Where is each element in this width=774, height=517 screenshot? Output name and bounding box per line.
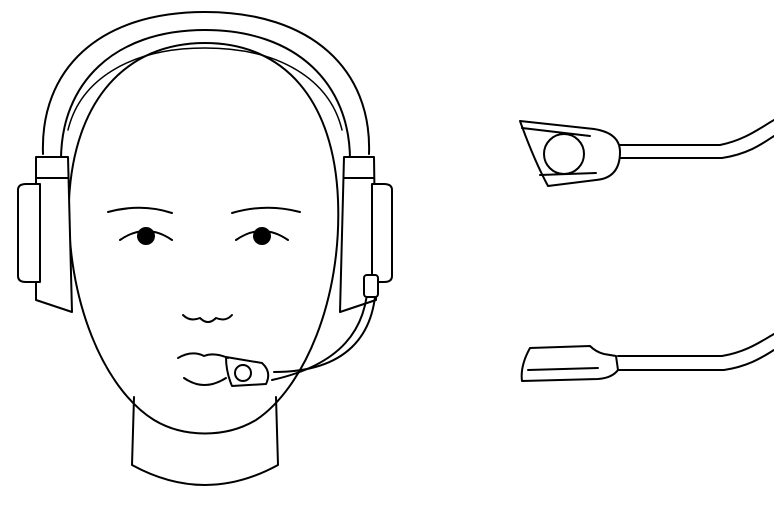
mic-side-body-edge xyxy=(527,367,599,371)
left-eyebrow xyxy=(107,206,173,214)
head-front-view xyxy=(17,11,393,486)
right-earcup-pad xyxy=(371,183,393,283)
headband-edge xyxy=(67,47,343,131)
upper-lip xyxy=(177,352,229,359)
right-eye-pupil xyxy=(253,227,271,245)
mic-side-body xyxy=(520,345,619,382)
mic-front-body xyxy=(519,120,621,187)
mic-front-body-top-edge xyxy=(521,127,591,137)
face-outline xyxy=(67,42,340,435)
mic-capsule xyxy=(225,356,270,387)
mic-side-cable-bottom xyxy=(617,349,774,371)
left-earcup xyxy=(35,156,73,313)
mic-front-cable-bottom xyxy=(617,135,774,159)
mic-boom-hinge xyxy=(363,274,379,298)
mic-front-port xyxy=(543,133,585,175)
headband-outer xyxy=(41,11,371,155)
mic-front-detail xyxy=(519,119,774,187)
right-earcup xyxy=(339,156,377,313)
right-eyebrow xyxy=(231,206,301,214)
mic-front-cable-top xyxy=(617,119,774,146)
left-earcup-pad xyxy=(17,183,41,283)
neck xyxy=(131,396,279,486)
mic-capsule-port xyxy=(234,364,252,382)
mic-side-cable-top xyxy=(617,333,774,357)
mic-side-detail xyxy=(520,333,774,382)
mic-boom-inner xyxy=(273,279,377,373)
headband-inner xyxy=(60,29,351,161)
lower-lip xyxy=(183,377,227,386)
nose xyxy=(182,314,233,323)
left-eye-pupil xyxy=(137,227,155,245)
